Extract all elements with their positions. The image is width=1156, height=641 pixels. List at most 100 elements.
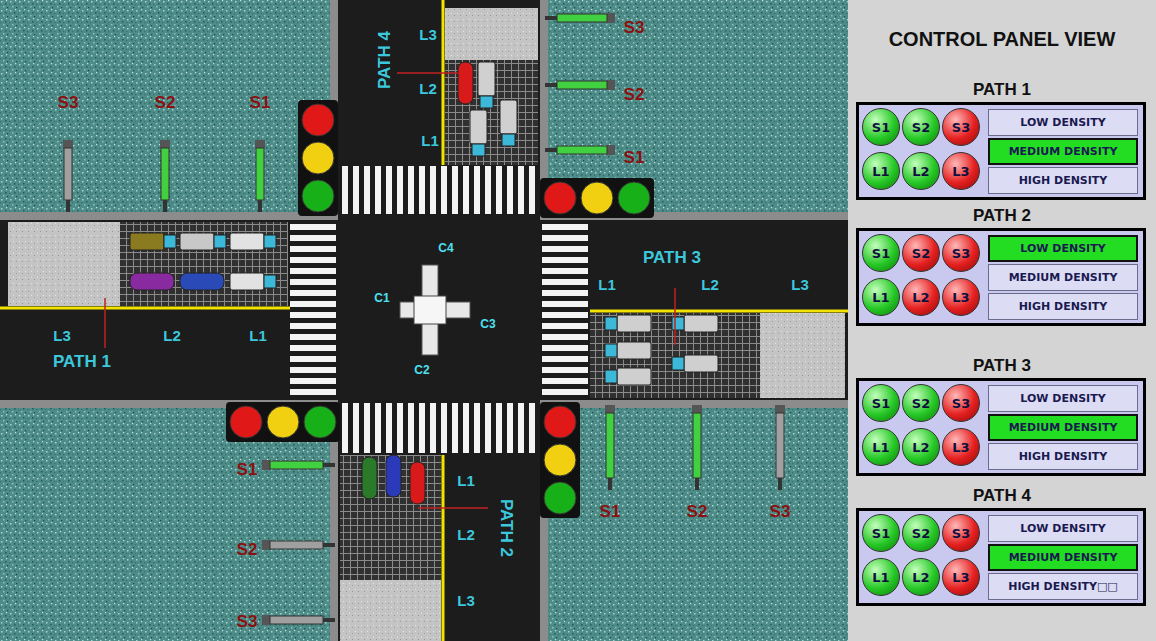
truck-body (617, 342, 651, 359)
truck-cab (214, 235, 226, 248)
map-label: C1 (374, 291, 389, 305)
truck-cab (672, 357, 684, 370)
sensor-body (557, 81, 607, 89)
indicator-lamp: L3 (942, 278, 980, 316)
traffic-lamp (544, 406, 576, 438)
truck-body (470, 110, 487, 144)
lamp-label: L1 (872, 440, 889, 455)
crosswalk-stripe (290, 235, 336, 241)
truck-cab (472, 144, 485, 156)
sensor-tip (608, 478, 612, 490)
density-box: MEDIUM DENSITY (988, 138, 1138, 165)
leader-line (104, 298, 106, 348)
traffic-lamp (302, 104, 334, 136)
crosswalk-stripe (290, 301, 336, 307)
lamp-label: L3 (952, 290, 969, 305)
lamp-label: S3 (952, 120, 970, 135)
map-label: S2 (687, 502, 708, 522)
crosswalk-stripe (290, 224, 336, 230)
crosswalk-stripe (290, 246, 336, 252)
truck-body (130, 233, 164, 250)
density-box: LOW DENSITY (988, 235, 1138, 262)
crosswalk-stripe (364, 166, 370, 214)
density-label: LOW DENSITY (1020, 242, 1105, 255)
truck-body (684, 355, 718, 372)
lamp-label: S3 (952, 526, 970, 541)
lamp-label: L2 (912, 290, 929, 305)
crosswalk-stripe (542, 257, 588, 263)
indicator-lamp: S2 (902, 108, 940, 146)
crosswalk-stripe (290, 257, 336, 263)
indicator-lamp: S3 (942, 384, 980, 422)
crosswalk-stripe (290, 356, 336, 362)
crosswalk-stripe (529, 403, 535, 453)
traffic-lamp (618, 182, 650, 214)
sensor-grid (120, 222, 288, 306)
density-box: HIGH DENSITY (988, 443, 1138, 470)
lamp-label: L3 (952, 570, 969, 585)
truck-cab (480, 96, 493, 108)
sensor-tip (545, 83, 557, 87)
lamp-label: S2 (912, 246, 930, 261)
crosswalk-stripe (542, 301, 588, 307)
map-label: C2 (414, 363, 429, 377)
path-heading: PATH 2 (856, 206, 1148, 226)
crosswalk-stripe (463, 403, 469, 453)
crosswalk-stripe (375, 166, 381, 214)
map-label: S3 (624, 18, 645, 38)
map-label: C4 (438, 241, 453, 255)
car (130, 273, 174, 290)
indicator-lamp: S2 (902, 514, 940, 552)
map-label: S3 (58, 93, 79, 113)
crosswalk-stripe (542, 312, 588, 318)
indicator-lamp: L3 (942, 152, 980, 190)
crosswalk-stripe (290, 334, 336, 340)
sensor-cap (607, 13, 615, 23)
sensor-tip (778, 478, 782, 490)
crosswalk-stripe (474, 403, 480, 453)
crosswalk-stripe (542, 378, 588, 384)
car (362, 457, 377, 499)
lamp-label: S1 (872, 246, 890, 261)
crosswalk-stripe (507, 403, 513, 453)
car (410, 462, 425, 504)
lamp-label: L2 (912, 440, 929, 455)
crosswalk-stripe (496, 403, 502, 453)
traffic-lamp (581, 182, 613, 214)
truck-cab (605, 370, 617, 383)
controller-hub (414, 296, 446, 324)
sensor-body (161, 148, 169, 200)
truck-body (684, 315, 718, 332)
density-label: HIGH DENSITY□□ (1008, 580, 1117, 593)
density-label: HIGH DENSITY (1019, 174, 1108, 187)
lamp-label: S3 (952, 396, 970, 411)
crosswalk-stripe (518, 403, 524, 453)
sensor-tip (163, 200, 167, 212)
crosswalk-stripe (364, 403, 370, 453)
crosswalk-stripe (397, 403, 403, 453)
control-panel: CONTROL PANEL VIEWPATH 1S1S2S3L1L2L3LOW … (848, 0, 1156, 641)
map-label: L3 (457, 592, 475, 609)
map-label: L3 (791, 276, 809, 293)
density-label: MEDIUM DENSITY (1009, 421, 1118, 434)
crosswalk-stripe (485, 403, 491, 453)
crosswalk-stripe (485, 166, 491, 214)
map-label: C3 (480, 317, 495, 331)
sensor-body (557, 14, 607, 22)
truck-body (617, 368, 651, 385)
panel-title: CONTROL PANEL VIEW (848, 28, 1156, 51)
leader-line (418, 507, 488, 509)
traffic-light-housing (226, 402, 340, 442)
truck-body (180, 233, 214, 250)
density-box: LOW DENSITY (988, 109, 1138, 136)
crosswalk-stripe (290, 345, 336, 351)
truck-cab (264, 235, 276, 248)
sensor-cap (605, 405, 615, 413)
path-heading: PATH 1 (856, 80, 1148, 100)
crosswalk-stripe (290, 279, 336, 285)
indicator-lamp: L1 (862, 278, 900, 316)
sensor-tip (66, 200, 70, 212)
crosswalk-stripe (542, 235, 588, 241)
crosswalk-stripe (375, 403, 381, 453)
density-box: MEDIUM DENSITY (988, 544, 1138, 571)
